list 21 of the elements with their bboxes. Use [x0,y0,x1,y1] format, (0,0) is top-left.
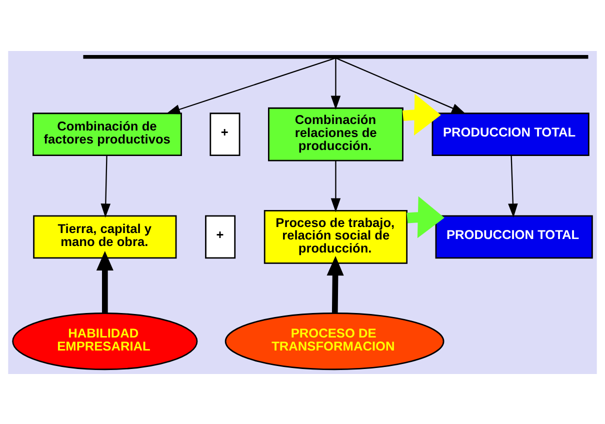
arrow [402,93,441,136]
arrow [330,160,341,212]
node-box: PRODUCCION TOTAL [435,214,593,258]
node-ellipse: HABILIDAD EMPRESARIAL [12,312,198,370]
arrow [326,256,344,313]
arrow [406,196,444,238]
node-box: Combinación relaciones de producción. [268,106,404,161]
node-box: Proceso de trabajo, relación social de producción. [264,210,408,264]
arrow [166,56,336,114]
node-box: + [210,112,240,156]
arrow [336,57,466,114]
arrow [100,155,111,218]
arrow [96,250,114,313]
arrow [330,58,341,110]
arrow [508,155,518,218]
node-box: PRODUCCION TOTAL [432,112,590,156]
node-box: Tierra, capital y mano de obra. [33,214,177,258]
node-box: + [205,214,236,258]
node-box: Combinación de factores productivos [32,112,182,156]
node-ellipse: PROCESO DE TRANSFORMACION [224,312,444,370]
node-bar [83,54,588,58]
